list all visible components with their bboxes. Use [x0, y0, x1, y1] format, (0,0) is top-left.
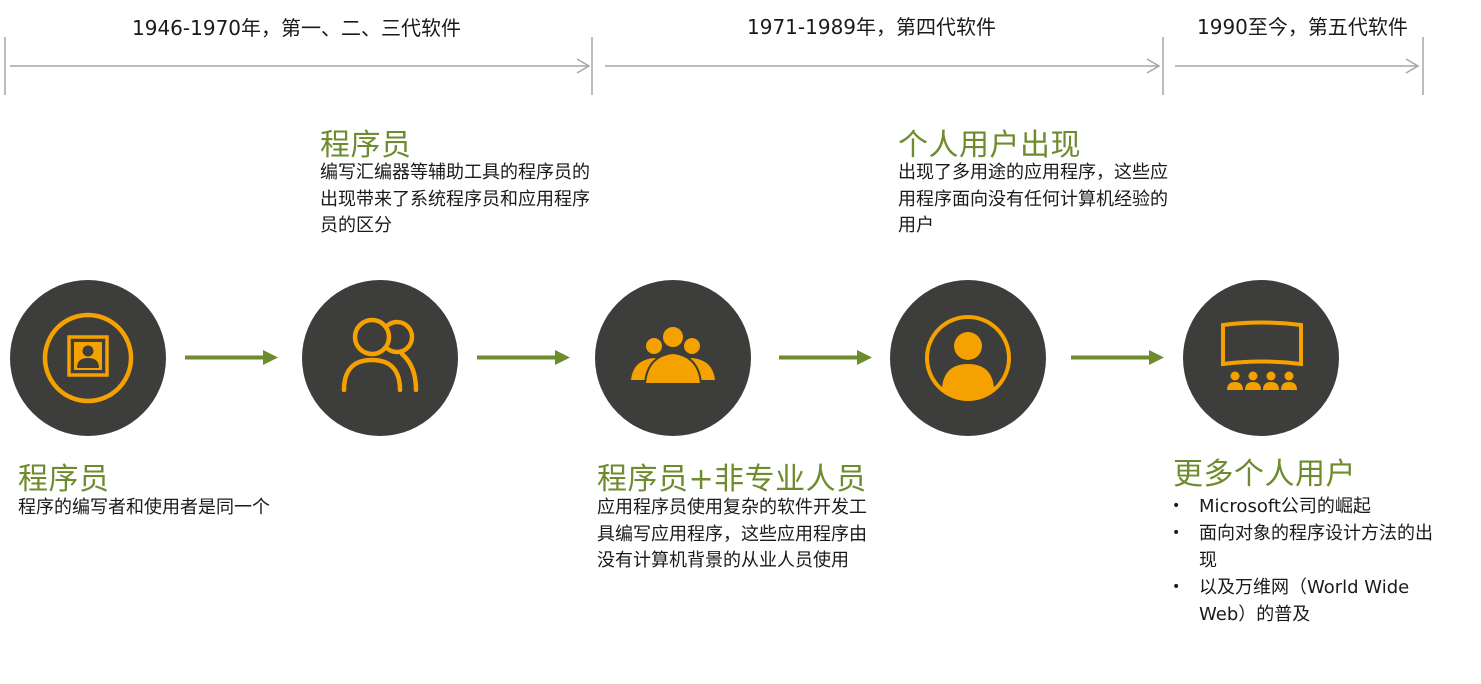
stage-icon-circle	[890, 280, 1046, 436]
stage-title: 更多个人用户	[1173, 457, 1356, 492]
timeline-arrow	[605, 58, 1161, 74]
flow-arrow	[185, 350, 278, 365]
stage-bullet-list: Microsoft公司的崛起 面向对象的程序设计方法的出现 以及万维网（Worl…	[1172, 493, 1434, 628]
list-item: Microsoft公司的崛起	[1172, 493, 1434, 520]
user-icon	[925, 315, 1011, 401]
stage-description: 编写汇编器等辅助工具的程序员的出现带来了系统程序员和应用程序员的区分	[320, 162, 590, 236]
flow-arrow	[477, 350, 570, 365]
stage-icon-circle	[595, 280, 751, 436]
stage-icon-circle	[302, 280, 458, 436]
stage-title: 个人用户出现	[898, 128, 1081, 163]
era-label: 1990至今，第五代软件	[1197, 15, 1408, 39]
stage-description: 应用程序员使用复杂的软件开发工具编写应用程序，这些应用程序由没有计算机背景的从业…	[597, 497, 867, 571]
two-users-icon	[341, 317, 419, 393]
stage-description: 程序的编写者和使用者是同一个	[18, 497, 270, 518]
list-item: 以及万维网（World Wide Web）的普及	[1172, 574, 1434, 628]
flow-arrow	[1071, 350, 1164, 365]
timeline	[4, 37, 1424, 95]
portrait-frame-icon	[42, 312, 134, 404]
stage-title: 程序员+非专业人员	[597, 462, 867, 497]
user-group-icon	[631, 325, 715, 385]
timeline-arrow	[10, 58, 591, 74]
era-label: 1971-1989年，第四代软件	[747, 15, 997, 39]
timeline-arrow	[1175, 58, 1420, 74]
presentation-screen-icon	[1221, 320, 1303, 390]
list-item: 面向对象的程序设计方法的出现	[1172, 520, 1434, 574]
stage-icon-circle	[10, 280, 166, 436]
stage-title: 程序员	[18, 462, 110, 497]
stage-description: 出现了多用途的应用程序，这些应用程序面向没有任何计算机经验的用户	[898, 162, 1168, 236]
flow-arrows	[185, 350, 1164, 365]
era-label: 1946-1970年，第一、二、三代软件	[132, 16, 462, 40]
stage-icon-circle	[1183, 280, 1339, 436]
flow-arrow	[779, 350, 872, 365]
stage-title: 程序员	[320, 128, 412, 163]
